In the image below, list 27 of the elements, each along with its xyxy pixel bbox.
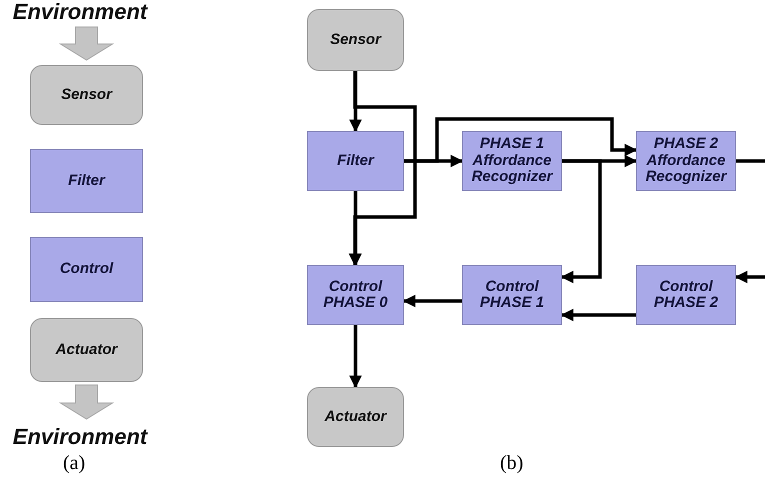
block-arrow [58, 384, 114, 420]
arrow [560, 308, 636, 322]
process-box: Filter [30, 149, 143, 213]
block-arrow [58, 26, 114, 61]
panel-label: (a) [63, 453, 86, 473]
process-box: Filter [307, 131, 404, 191]
arrow [349, 71, 362, 132]
arrow [402, 294, 462, 308]
arrow [734, 270, 765, 284]
environment-label: Environment [0, 424, 160, 450]
arrow [349, 191, 362, 266]
process-box: Sensor [307, 9, 404, 71]
arrow [404, 117, 638, 163]
process-box: Control PHASE 0 [307, 265, 404, 325]
process-box: Control [30, 237, 143, 302]
arrow [348, 71, 417, 266]
process-box: Actuator [307, 387, 404, 447]
process-box: Control PHASE 2 [636, 265, 736, 325]
arrow [560, 159, 602, 284]
process-box: PHASE 2 Affordance Recognizer [636, 131, 736, 191]
process-box: PHASE 1 Affordance Recognizer [462, 131, 562, 191]
environment-label: Environment [0, 0, 160, 24]
arrow [349, 325, 362, 388]
process-box: Actuator [30, 318, 143, 382]
process-box: Sensor [30, 65, 143, 125]
process-box: Control PHASE 1 [462, 265, 562, 325]
panel-label: (b) [500, 453, 524, 473]
